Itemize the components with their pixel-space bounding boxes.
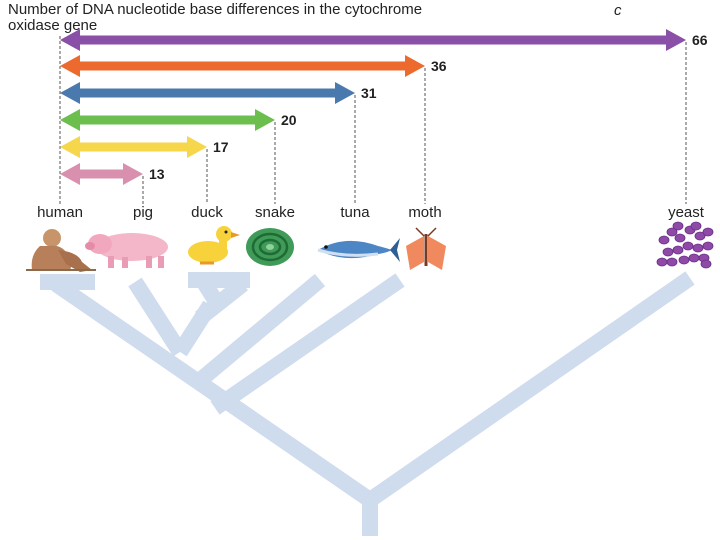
difference-value-snake: 20 bbox=[281, 112, 297, 128]
yeast-cell bbox=[702, 241, 714, 251]
label-moth: moth bbox=[408, 204, 441, 221]
arrow-snake: 20 bbox=[60, 109, 297, 131]
difference-value-moth: 36 bbox=[431, 58, 447, 74]
yeast-cell bbox=[672, 245, 684, 255]
yeast-cell bbox=[666, 257, 678, 267]
organism-icons bbox=[26, 221, 714, 272]
duck-icon bbox=[188, 226, 240, 265]
yeast-cell bbox=[692, 243, 704, 253]
yeast-cell bbox=[694, 231, 706, 241]
yeast-cell bbox=[700, 259, 712, 269]
yeast-cell bbox=[690, 221, 702, 231]
human-icon bbox=[26, 229, 96, 272]
snake-icon bbox=[246, 228, 294, 266]
arrow-head-right bbox=[123, 163, 143, 185]
yeast-icon bbox=[656, 221, 714, 269]
yeast-cell bbox=[678, 255, 690, 265]
difference-value-yeast: 66 bbox=[692, 32, 708, 48]
yeast-cell bbox=[674, 233, 686, 243]
difference-arrows: 66 36 31 20 17 13 bbox=[60, 29, 708, 185]
phylogenetic-tree bbox=[40, 271, 695, 536]
diagram-title: Number of DNA nucleotide base difference… bbox=[8, 2, 568, 34]
arrow-head-right bbox=[255, 109, 275, 131]
label-duck: duck bbox=[191, 204, 223, 221]
arrow-yeast: 66 bbox=[60, 29, 708, 51]
yeast-cell bbox=[658, 235, 670, 245]
yeast-cell bbox=[682, 241, 694, 251]
moth-icon bbox=[406, 227, 446, 270]
label-tuna: tuna bbox=[340, 204, 370, 221]
label-human: human bbox=[37, 204, 83, 221]
pig-icon bbox=[85, 233, 168, 268]
tuna-icon bbox=[317, 238, 400, 262]
arrow-head-left bbox=[60, 163, 80, 185]
yeast-cell bbox=[688, 253, 700, 263]
arrow-head-left bbox=[60, 55, 80, 77]
tree-branch-human bbox=[51, 277, 375, 507]
organism-labels: human pig duck snake tuna moth yeast bbox=[37, 204, 705, 221]
yeast-cell bbox=[702, 227, 714, 237]
arrow-head-right bbox=[405, 55, 425, 77]
dashed-guide-lines bbox=[59, 36, 687, 204]
tree-branch-yeast bbox=[365, 271, 695, 507]
arrow-head-right bbox=[335, 82, 355, 104]
arrow-moth: 36 bbox=[60, 55, 447, 77]
arrow-duck: 17 bbox=[60, 136, 229, 158]
arrow-head-right bbox=[187, 136, 207, 158]
yeast-cell bbox=[662, 247, 674, 257]
arrow-head-left bbox=[60, 109, 80, 131]
label-snake: snake bbox=[255, 204, 295, 221]
arrow-head-right bbox=[666, 29, 686, 51]
tree-join-duck-snake bbox=[173, 300, 217, 357]
arrow-tuna: 31 bbox=[60, 82, 377, 104]
difference-value-tuna: 31 bbox=[361, 85, 377, 101]
tree-branch-moth bbox=[210, 273, 405, 415]
difference-value-duck: 17 bbox=[213, 139, 229, 155]
arrow-head-left bbox=[60, 136, 80, 158]
tree-branch-tuna bbox=[192, 273, 326, 389]
title-italic-c: c bbox=[614, 2, 622, 19]
title-line-2: oxidase gene bbox=[8, 17, 98, 34]
tree-branch-pig bbox=[128, 277, 187, 357]
label-yeast: yeast bbox=[668, 204, 705, 221]
difference-value-pig: 13 bbox=[149, 166, 165, 182]
yeast-cell bbox=[656, 257, 668, 267]
label-pig: pig bbox=[133, 204, 153, 221]
arrow-head-left bbox=[60, 29, 80, 51]
arrow-pig: 13 bbox=[60, 163, 165, 185]
title-line-1: Number of DNA nucleotide base difference… bbox=[8, 1, 423, 18]
yeast-cell bbox=[672, 221, 684, 231]
yeast-cell bbox=[666, 227, 678, 237]
arrow-head-left bbox=[60, 82, 80, 104]
